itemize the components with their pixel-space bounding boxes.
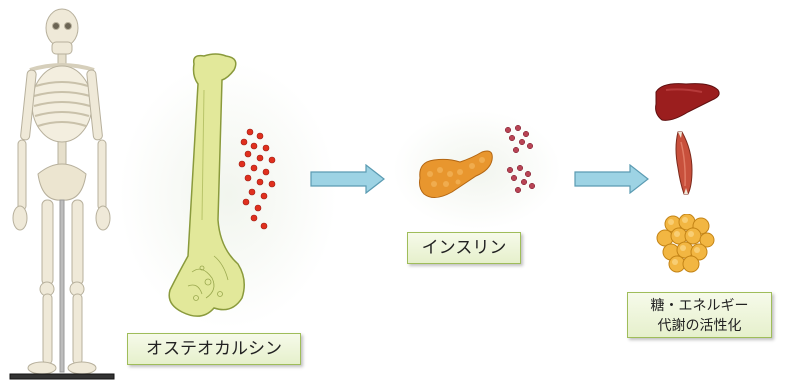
metabolism-label-line2: 代謝の活性化 bbox=[628, 316, 771, 336]
osteocalcin-dots bbox=[232, 126, 282, 236]
pancreas-image bbox=[414, 144, 496, 202]
insulin-dots bbox=[500, 124, 540, 196]
osteocalcin-label-text: オステオカルシン bbox=[146, 339, 282, 359]
insulin-label: インスリン bbox=[407, 232, 521, 264]
insulin-label-text: インスリン bbox=[422, 238, 507, 258]
metabolism-label: 糖・エネルギー 代謝の活性化 bbox=[627, 292, 772, 338]
arrow-right-icon bbox=[574, 164, 650, 194]
osteocalcin-label: オステオカルシン bbox=[127, 333, 301, 365]
muscle-image bbox=[670, 130, 700, 196]
skeleton-image bbox=[0, 4, 120, 381]
metabolism-label-line1: 糖・エネルギー bbox=[628, 296, 771, 316]
arrow-right-icon bbox=[310, 164, 386, 194]
liver-image bbox=[652, 80, 722, 124]
fat-cells-image bbox=[655, 214, 715, 274]
